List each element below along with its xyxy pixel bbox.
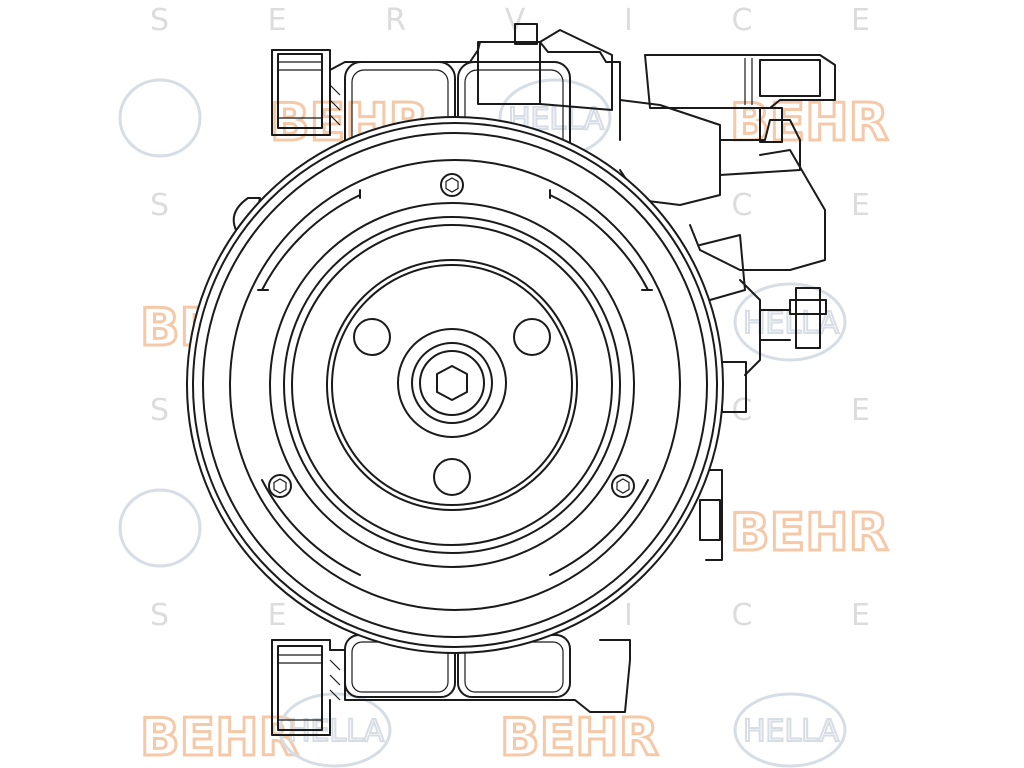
pulley-bolt — [268, 474, 292, 498]
watermark-behr: BEHR — [500, 708, 659, 768]
watermark-hella: HELLA — [733, 692, 847, 768]
watermark-behr: BEHR — [730, 93, 889, 153]
svg-text:HELLA: HELLA — [743, 306, 840, 341]
pulley-bolt — [440, 173, 464, 197]
pulley — [186, 116, 724, 654]
svg-text:HELLA: HELLA — [743, 714, 840, 749]
compressor-line-drawing — [186, 23, 836, 736]
watermark-service-row: S E R V I C E — [150, 3, 870, 38]
watermark-hella — [118, 78, 202, 158]
watermark-hella — [118, 488, 202, 568]
watermark-behr: BEHR — [140, 708, 299, 768]
right-connector-assembly — [619, 54, 836, 561]
watermark-hella: HELLA — [733, 282, 847, 362]
clutch-plate — [269, 202, 635, 568]
left-boss — [232, 197, 261, 239]
watermark-behr: BEHR — [730, 503, 889, 563]
svg-text:HELLA: HELLA — [288, 714, 385, 749]
pulley-bolt — [611, 474, 635, 498]
